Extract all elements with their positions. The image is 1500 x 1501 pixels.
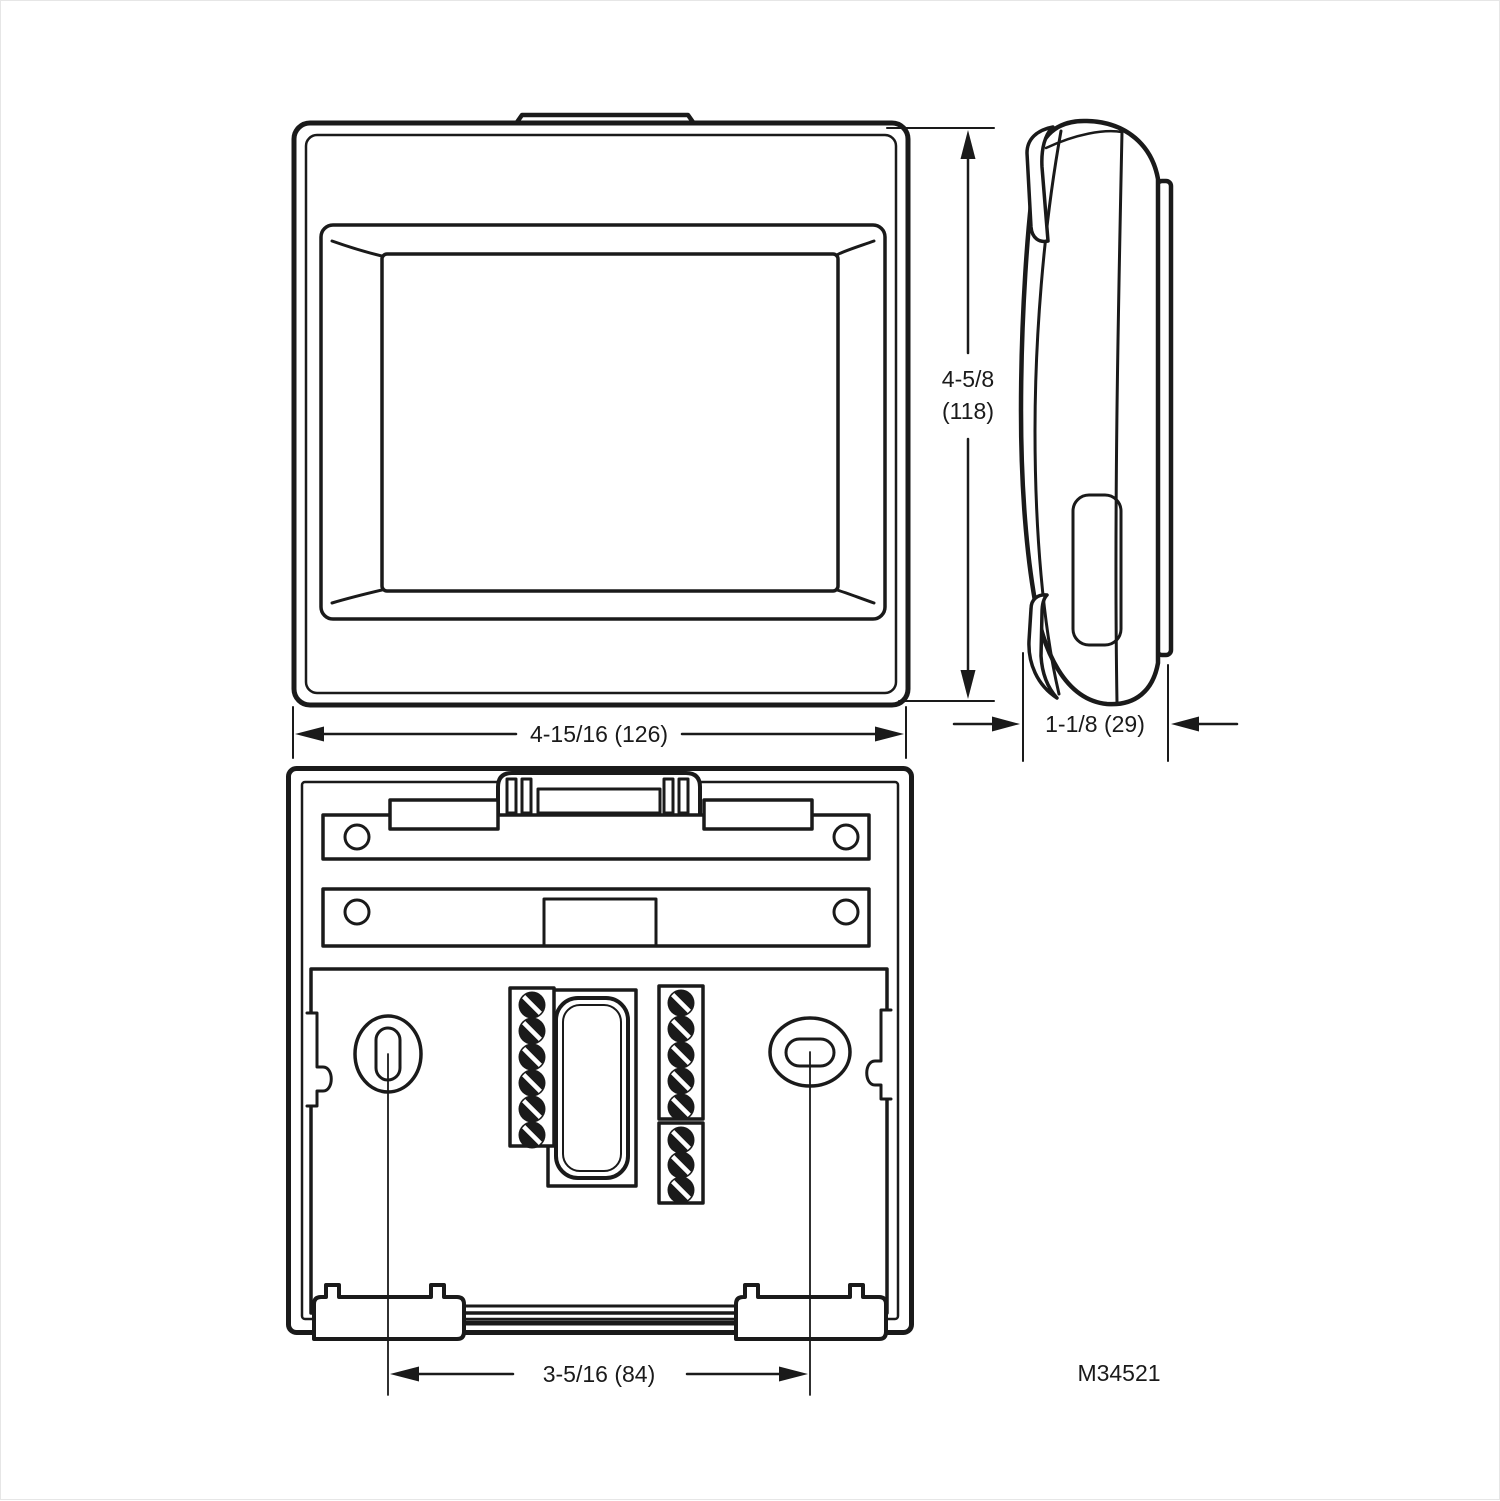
terminal-block-left — [508, 986, 556, 1149]
terminal-screw-slot — [671, 1180, 691, 1200]
side-case-seam-line — [1114, 130, 1124, 705]
height-dimension-label: 4-5/8 — [942, 366, 994, 392]
side-view — [1018, 118, 1174, 707]
height-dimension-metric: (118) — [942, 398, 994, 424]
terminal-screw-slot — [671, 1097, 691, 1117]
terminal-block-right-lower — [657, 1121, 705, 1205]
battery-bar-upper — [321, 798, 871, 861]
wiring-opening — [546, 988, 638, 1188]
front-screen — [380, 252, 840, 593]
side-bottom-clip — [1027, 593, 1059, 700]
terminal-screw-slot — [671, 1130, 691, 1150]
arrow-right — [779, 1366, 808, 1382]
front-view — [291, 112, 911, 708]
foot-right — [734, 1283, 888, 1341]
terminal-screw-slot — [522, 1047, 542, 1067]
arrow-left — [1171, 716, 1199, 732]
terminal-screw-slot — [522, 1099, 542, 1119]
terminal-screw-slot — [671, 993, 691, 1013]
width-dimension-label: 4-15/16 (126) — [530, 721, 668, 747]
top-latch — [496, 771, 702, 816]
side-top-edge-line — [1044, 129, 1124, 150]
latch-slot — [505, 777, 518, 815]
drawing-number: M34521 — [1077, 1360, 1160, 1386]
bar-outline — [321, 813, 871, 861]
bar-hole — [832, 898, 860, 926]
arrow-right — [875, 726, 904, 742]
depth-dimension-label: 1-1/8 (29) — [1045, 711, 1145, 737]
terminal-screw-slot — [522, 995, 542, 1015]
latch-slot — [677, 777, 690, 815]
dimension-depth: 1-1/8 (29) — [952, 652, 1239, 762]
opening-inner — [562, 1004, 622, 1172]
foot-left — [312, 1283, 466, 1341]
bar-hole — [343, 898, 371, 926]
latch-slot — [520, 777, 533, 815]
front-body-inner-line — [304, 133, 898, 695]
arrow-down — [960, 670, 976, 699]
side-door-detail — [1071, 493, 1123, 647]
front-bevel-corners — [330, 239, 876, 605]
bar-hole — [832, 823, 860, 851]
terminal-screw-slot — [522, 1125, 542, 1145]
side-top-clip — [1025, 125, 1055, 244]
dimension-height: 4-5/8 (118) — [886, 127, 995, 702]
front-body-outline — [291, 120, 911, 708]
battery-bar-lower — [321, 887, 871, 948]
back-view — [286, 766, 914, 1341]
terminal-block-right-upper — [657, 984, 705, 1121]
dimension-mounting-holes: 3-5/16 (84) — [387, 1051, 811, 1396]
bar-center-notch — [542, 897, 658, 948]
opening-outer — [554, 996, 630, 1180]
latch-slot — [662, 777, 675, 815]
dimension-width: 4-15/16 (126) — [292, 706, 907, 759]
bar-hole — [343, 823, 371, 851]
side-clip-left — [305, 1011, 333, 1108]
terminal-screw-slot — [671, 1045, 691, 1065]
terminal-screw-slot — [671, 1071, 691, 1091]
mounting-dimension-label: 3-5/16 (84) — [543, 1361, 656, 1387]
terminal-screw-slot — [522, 1073, 542, 1093]
arrow-left — [295, 726, 324, 742]
arrow-up — [960, 130, 976, 159]
terminal-panel-outline — [309, 967, 889, 1315]
arrow-left — [390, 1366, 419, 1382]
opening-frame — [546, 988, 638, 1188]
front-bezel-outline — [319, 223, 887, 621]
contact-tab — [388, 798, 500, 831]
terminal-screw-slot — [522, 1021, 542, 1041]
side-body-outline — [1018, 118, 1161, 707]
terminal-screw-slot — [671, 1019, 691, 1039]
terminal-screw-slot — [671, 1155, 691, 1175]
arrow-right — [992, 716, 1020, 732]
latch-center-window — [536, 787, 662, 815]
contact-tab — [702, 798, 814, 831]
side-clip-right — [865, 1008, 893, 1101]
